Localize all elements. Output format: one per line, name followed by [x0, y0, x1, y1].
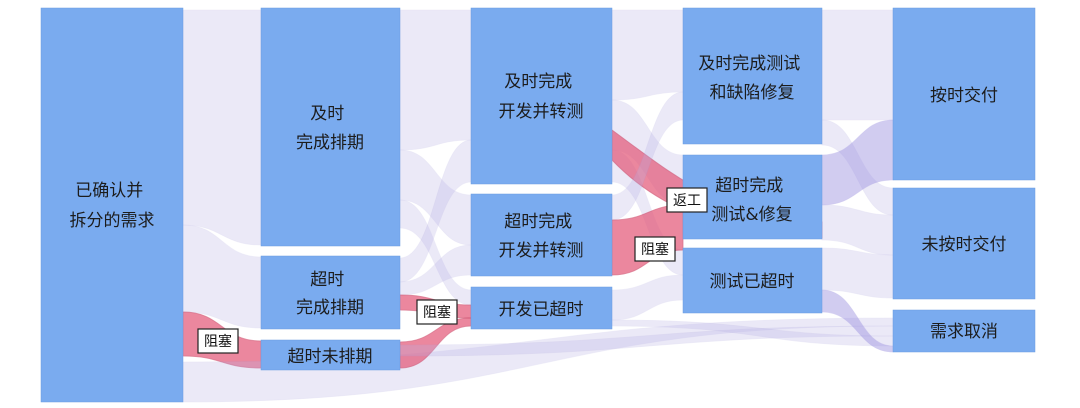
svg-text:阻塞: 阻塞: [641, 241, 669, 258]
tag-rework: 返工: [666, 187, 708, 213]
node-sched-none: [260, 339, 401, 371]
node-confirmed: [40, 7, 184, 403]
flow-test-timeout-to-deliver-late: [821, 247, 894, 299]
tag-block-1: 阻塞: [197, 328, 239, 354]
svg-text:阻塞: 阻塞: [423, 304, 451, 321]
label-sched-none: 超时未排期: [288, 347, 373, 367]
label-test-ontime: 及时完成测试 和缺陷修复: [698, 54, 805, 103]
label-cancelled: 需求取消: [930, 322, 998, 342]
label-dev-overdue: 超时完成 开发并转测: [499, 212, 584, 261]
node-deliver-ontime: [892, 7, 1036, 181]
tag-block-2: 阻塞: [416, 299, 458, 325]
node-layer: [40, 7, 1036, 403]
node-sched-overdue: [260, 255, 401, 330]
node-test-ontime: [682, 7, 823, 145]
label-dev-timeout: 开发已超时: [499, 300, 584, 320]
svg-text:返工: 返工: [673, 193, 701, 209]
label-confirmed: 已确认并 拆分的需求: [70, 181, 155, 231]
label-dev-ontime: 及时完成 开发并转测: [499, 72, 584, 122]
tag-block-3: 阻塞: [634, 236, 676, 262]
flow-dev-ontime-to-test-ontime: [611, 9, 684, 101]
node-cancelled: [892, 309, 1036, 353]
flow-test-ontime-to-deliver-ontime: [821, 9, 894, 121]
flow-sched-ontime-to-dev-ontime: [399, 9, 472, 151]
node-dev-timeout: [470, 286, 613, 330]
label-layer: 已确认并 拆分的需求 及时 完成排期 超时 完成排期 超时未排期 及时完成 开发…: [70, 54, 1007, 367]
label-test-timeout: 测试已超时: [710, 272, 795, 292]
svg-text:阻塞: 阻塞: [204, 333, 232, 350]
node-sched-ontime: [260, 7, 401, 247]
label-deliver-ontime: 按时交付: [930, 86, 998, 106]
flow-confirmed-to-cancelled: [182, 317, 894, 403]
flow-confirmed-to-sched-ontime: [182, 9, 262, 246]
label-sched-ontime: 及时 完成排期: [296, 104, 364, 153]
flow-dev-timeout-to-test-timeout: [611, 274, 684, 321]
node-dev-ontime: [470, 7, 613, 185]
label-sched-overdue: 超时 完成排期: [296, 270, 364, 318]
node-deliver-late: [892, 187, 1036, 300]
node-dev-overdue: [470, 193, 613, 277]
tag-layer: 阻塞 阻塞 返工 阻塞: [197, 187, 708, 354]
node-test-timeout: [682, 247, 823, 314]
label-deliver-late: 未按时交付: [922, 235, 1007, 255]
label-test-overdue: 超时完成 测试&修复: [711, 176, 792, 225]
